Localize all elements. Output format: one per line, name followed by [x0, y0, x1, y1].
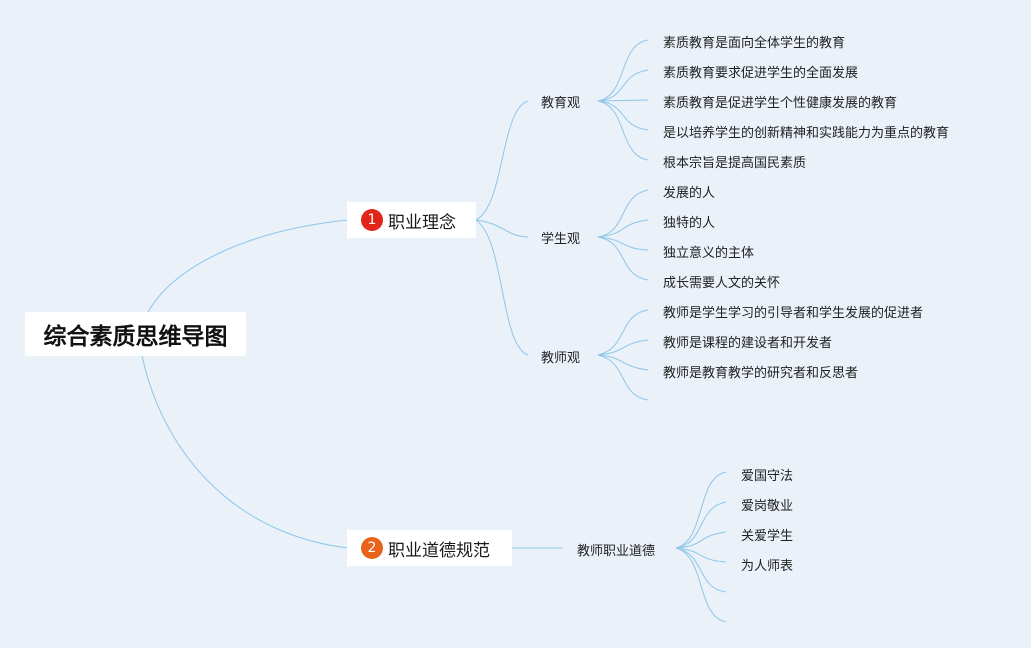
branch-topic-2[interactable]: 2 职业道德规范 — [347, 530, 512, 566]
branch-topic-label: 职业道德规范 — [388, 540, 490, 561]
subtopic-jiaoyuguan[interactable]: 教育观 — [541, 96, 581, 111]
connector-sub-1-leaf-4 — [597, 100, 649, 131]
connector-sub-4-leaf-1 — [675, 471, 727, 549]
branch-number-badge: 1 — [361, 209, 383, 231]
connector-sub-2-leaf-1 — [597, 189, 649, 238]
leaf-topic[interactable]: 素质教育是面向全体学生的教育 — [663, 36, 846, 51]
root-topic[interactable]: 综合素质思维导图 — [25, 312, 246, 356]
leaf-topic[interactable]: 独特的人 — [663, 216, 716, 231]
leaf-topic[interactable]: 爱国守法 — [741, 469, 794, 484]
leaf-topic[interactable]: 教师是教育教学的研究者和反思者 — [663, 366, 859, 381]
leaf-topic[interactable]: 素质教育是促进学生个性健康发展的教育 — [663, 96, 898, 111]
connector-sub-3-leaf-3 — [597, 354, 649, 371]
branch-number-badge: 2 — [361, 537, 383, 559]
leaf-topic[interactable]: 爱岗敬业 — [741, 499, 794, 514]
leaf-topic[interactable]: 关爱学生 — [741, 529, 794, 544]
connector-branch-1-sub-3 — [475, 219, 529, 356]
connector-sub-4-leaf-3 — [675, 531, 727, 549]
leaf-topic[interactable]: 素质教育要求促进学生的全面发展 — [663, 66, 859, 81]
branch-topic-label: 职业理念 — [388, 212, 456, 233]
leaf-topic[interactable]: 是以培养学生的创新精神和实践能力为重点的教育 — [663, 126, 950, 141]
connector-branch-1-sub-1 — [475, 100, 529, 221]
connector-sub-1-leaf-2 — [597, 69, 649, 102]
leaf-topic[interactable]: 为人师表 — [741, 559, 794, 574]
connector-sub-2-leaf-3 — [597, 236, 649, 251]
leaf-topic[interactable]: 根本宗旨是提高国民素质 — [663, 156, 807, 171]
connector-sub-3-empty — [597, 354, 649, 401]
subtopic-jiaoshi-zhiye-daode[interactable]: 教师职业道德 — [577, 544, 656, 559]
connector-sub-4-leaf-2 — [675, 501, 727, 549]
connector-sub-3-leaf-1 — [597, 309, 649, 356]
subtopic-xueshengguan[interactable]: 学生观 — [541, 232, 581, 247]
leaf-topic[interactable]: 教师是学生学习的引导者和学生发展的促进者 — [663, 306, 924, 321]
leaf-topic[interactable]: 独立意义的主体 — [663, 246, 755, 261]
root-topic-label: 综合素质思维导图 — [43, 324, 228, 350]
connector-sub-4-empty-1 — [675, 547, 727, 593]
branch-topic-1[interactable]: 1 职业理念 — [347, 202, 476, 238]
leaf-topic[interactable]: 教师是课程的建设者和开发者 — [663, 336, 833, 351]
connector-sub-1-leaf-5 — [597, 100, 649, 161]
connector-branch-1-sub-2 — [475, 219, 529, 238]
leaf-topic[interactable]: 发展的人 — [663, 186, 716, 201]
connector-sub-2-leaf-4 — [597, 236, 649, 281]
connector-sub-1-leaf-3 — [597, 99, 649, 102]
connector-sub-4-empty-2 — [675, 547, 727, 623]
leaf-topic[interactable]: 成长需要人文的关怀 — [663, 276, 781, 291]
connector-root-branch-2 — [141, 355, 349, 549]
connector-root-branch-1 — [147, 219, 349, 313]
connector-sub-3-leaf-2 — [597, 339, 649, 356]
subtopic-jiaoshiguan[interactable]: 教师观 — [541, 351, 581, 366]
connector-sub-2-leaf-2 — [597, 219, 649, 238]
connector-sub-1-leaf-1 — [597, 39, 649, 102]
connector-sub-4-leaf-4 — [675, 547, 727, 563]
